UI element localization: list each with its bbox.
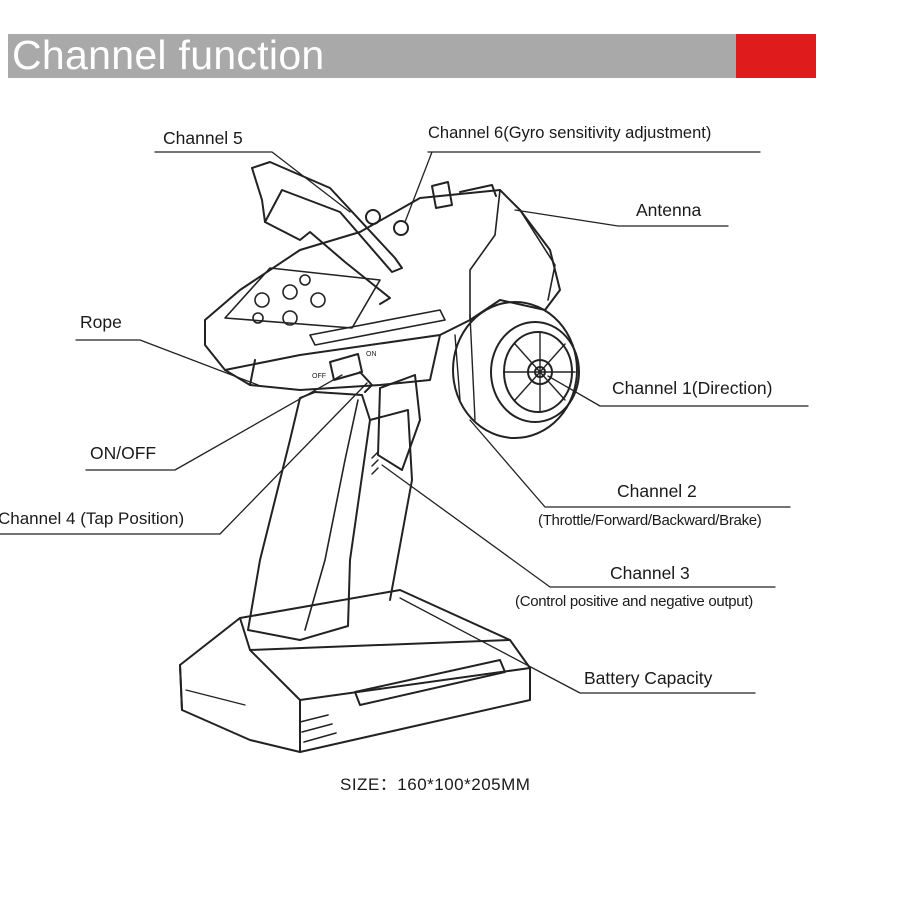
keypad-buttons [224,267,381,329]
leader-channel6 [404,151,761,223]
label-channel4: Channel 4 (Tap Position) [0,509,185,528]
header-accent-block [736,34,816,78]
label-onoff: ON/OFF [90,443,157,463]
leader-channel2 [469,419,791,508]
label-channel2: Channel 2 [617,481,697,501]
power-switch [329,353,373,393]
steering-wheel [452,301,580,439]
leader-channel3 [381,464,776,588]
header-bar [8,34,816,78]
label-rope: Rope [80,312,122,332]
label-channel6: Channel 6(Gyro sensitivity adjustment) [428,124,712,142]
switch-on-mark: ON [366,351,377,358]
leader-channel4 [0,382,368,535]
throttle-trigger [371,374,421,475]
leader-onoff [85,374,343,471]
label-channel5: Channel 5 [163,128,243,148]
leader-channel5 [154,151,351,213]
leader-lines [0,151,809,694]
label-channel3: Channel 3 [610,563,690,583]
leader-antenna [514,209,729,227]
label-channel1: Channel 1(Direction) [612,378,773,398]
label-channel3-sub: (Control positive and negative output) [515,593,753,610]
leader-rope [75,339,259,386]
label-channel2-sub: (Throttle/Forward/Backward/Brake) [538,512,762,529]
leader-channel1 [547,375,809,407]
battery-base [179,589,531,753]
flip-lid [251,161,403,305]
page-title: Channel function [12,32,325,78]
label-battery: Battery Capacity [584,668,713,688]
leader-battery [399,597,756,694]
switch-off-mark: OFF [312,373,326,380]
size-note: SIZE：160*100*205MM [340,775,531,794]
label-antenna: Antenna [636,200,702,220]
transmitter-body [204,181,561,391]
